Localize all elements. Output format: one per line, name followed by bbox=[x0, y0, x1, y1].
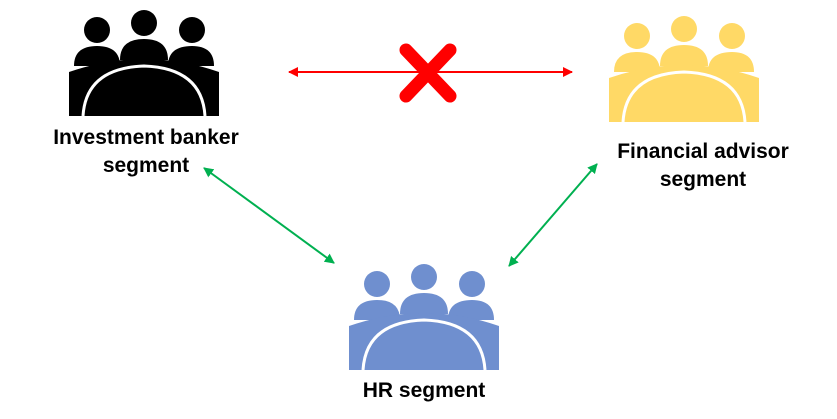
financial-advisor-label: Financial advisor segment bbox=[617, 140, 789, 191]
people-group-icon bbox=[349, 264, 499, 370]
connector-banker-hr bbox=[203, 167, 335, 264]
investment-banker-label: Investment banker segment bbox=[53, 126, 239, 177]
hr-segment-label: HR segment bbox=[362, 379, 486, 402]
people-group-icon bbox=[609, 16, 759, 122]
blocked-cross-icon bbox=[399, 43, 457, 103]
people-group-icon bbox=[69, 10, 219, 116]
connector-advisor-hr bbox=[508, 163, 598, 267]
